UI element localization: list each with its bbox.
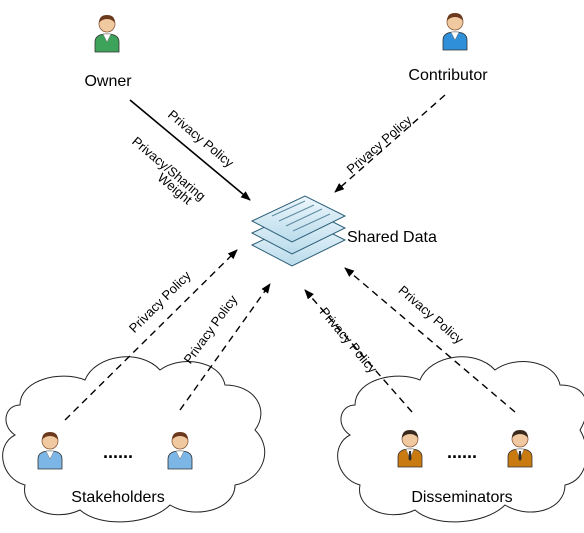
contributor-label: Contributor	[408, 67, 488, 84]
owner-label: Owner	[84, 73, 132, 90]
shared-data-icon	[250, 195, 347, 267]
owner-arrow	[129, 99, 251, 201]
stakeholder-arrow-2	[179, 283, 271, 411]
disseminator-arrow-2	[344, 267, 516, 413]
contributor-icon	[442, 12, 468, 51]
disseminators-ellipsis: ......	[447, 442, 477, 462]
disseminator-arrow-1	[304, 289, 413, 413]
stakeholders-cloud	[2, 356, 266, 523]
disseminators-label: Disseminators	[411, 489, 512, 506]
stakeholders-label: Stakeholders	[71, 489, 164, 506]
contributor-arrow	[334, 94, 446, 193]
stakeholder-policy-label-2: Privacy Policy	[181, 292, 241, 367]
owner-icon	[94, 14, 120, 53]
shared-data-label: Shared Data	[347, 229, 437, 246]
disseminator-policy-label-1: Privacy Policy	[317, 304, 381, 376]
stakeholder-arrow-1	[64, 249, 238, 421]
stakeholders-ellipsis: ......	[103, 442, 133, 462]
disseminator-policy-label-2: Privacy Policy	[395, 282, 466, 347]
contributor-policy-label: Privacy Policy	[344, 112, 415, 177]
